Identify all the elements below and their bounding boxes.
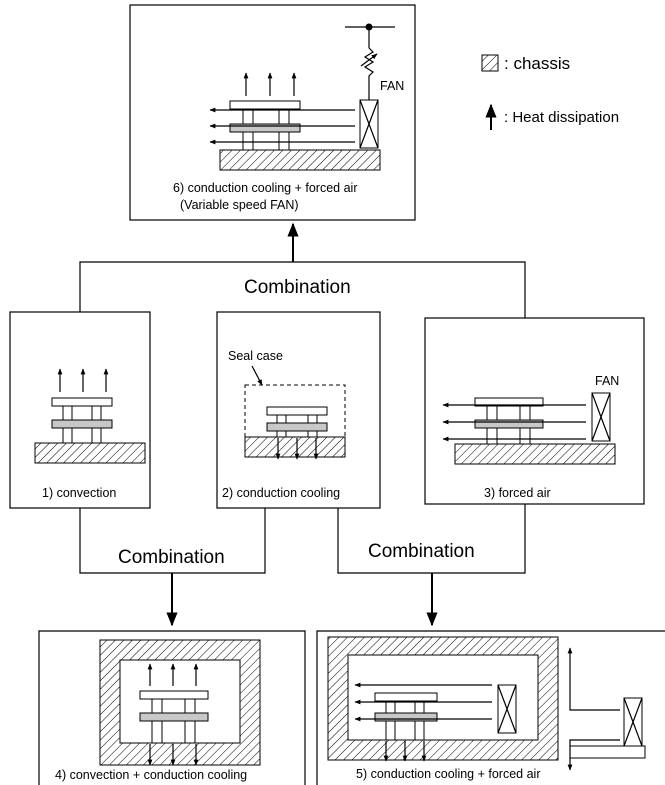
power-module-1	[51, 397, 113, 444]
power-module-5	[374, 692, 438, 741]
chassis-enclosure-5	[327, 636, 559, 761]
combination-label-right: Combination	[368, 541, 475, 562]
fan-icon	[591, 392, 611, 442]
heat-arrows-6	[243, 72, 297, 96]
top-combination-connector: Combination	[79, 222, 526, 318]
chassis-legend-swatch	[481, 54, 499, 72]
method-2-label: 2) conduction cooling	[222, 486, 340, 500]
seal-case-outline	[244, 384, 346, 438]
method-1-label: 1) convection	[42, 486, 116, 500]
external-fan-base	[569, 745, 646, 759]
combination-label-left: Combination	[118, 547, 225, 568]
conduction-arrows-4	[147, 744, 199, 766]
airflow-arrows-6	[209, 107, 355, 145]
conduction-arrows-5	[383, 741, 427, 762]
heat-arrows-1	[57, 368, 109, 392]
chassis-base-1	[34, 442, 146, 464]
chassis-legend-label: : chassis	[504, 54, 570, 73]
method-3-label: 3) forced air	[484, 486, 551, 500]
method-1-box: 1) convection	[9, 311, 151, 509]
power-module-4	[139, 690, 209, 744]
fan-icon	[359, 99, 379, 149]
heat-legend-label: : Heat dissipation	[504, 109, 619, 126]
heat-arrows-4	[147, 663, 199, 686]
power-module-6	[229, 100, 301, 151]
left-combination-connector: Combination	[79, 508, 266, 627]
fan-label-3: FAN	[595, 374, 619, 388]
fan-icon	[497, 684, 517, 734]
airflow-arrows-5	[354, 682, 492, 722]
method-6-title: 6) conduction cooling + forced air	[173, 181, 358, 195]
fan-label-6: FAN	[380, 79, 404, 93]
fan-icon	[623, 697, 643, 747]
variable-resistor-symbol	[363, 47, 375, 100]
method-4-label: 4) convection + conduction cooling	[55, 768, 247, 782]
legend: : chassis : Heat dissipation	[481, 54, 619, 130]
right-combination-connector: Combination	[337, 504, 526, 627]
power-module-3	[474, 397, 544, 445]
method-5-label: 5) conduction cooling + forced air	[356, 767, 541, 781]
seal-case-label: Seal case	[228, 349, 283, 363]
method-5-box: 5) conduction cooling + forced air	[316, 630, 665, 785]
chassis-base-2	[244, 436, 346, 458]
chassis-base-6	[219, 149, 381, 171]
conduction-arrows-2	[275, 438, 319, 460]
method-6-subtitle: (Variable speed FAN)	[180, 198, 299, 212]
method-4-box: 4) convection + conduction cooling	[38, 630, 306, 785]
chassis-base-3	[454, 443, 616, 465]
method-2-box: Seal case 2) conduction cooling	[216, 311, 381, 509]
airflow-arrows-3	[442, 402, 586, 442]
method-6-box: FAN 6) conduction coo	[129, 4, 416, 221]
chassis-enclosure-4	[99, 639, 261, 766]
combination-label-top: Combination	[244, 277, 351, 298]
method-3-box: FAN 3) forced air	[424, 317, 645, 505]
power-module-2	[266, 406, 328, 438]
